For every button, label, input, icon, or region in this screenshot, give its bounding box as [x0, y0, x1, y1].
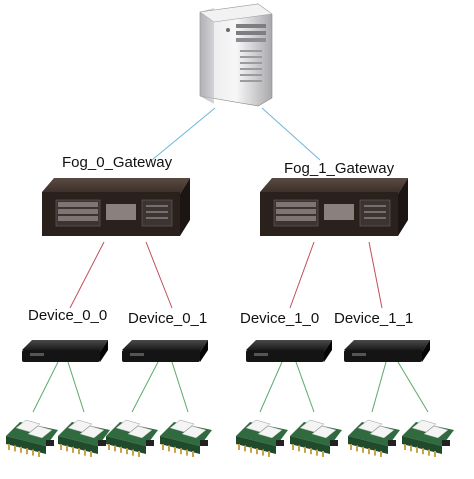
sensor-module-icon: [106, 419, 158, 457]
router-device-icon: [22, 340, 108, 362]
sensor-module-icon: [348, 419, 400, 457]
sensor-row: [6, 419, 454, 457]
sensor-module-icon: [402, 419, 454, 457]
sensor-module-icon: [6, 419, 58, 457]
router-device-icon: [122, 340, 208, 362]
device-label-0-0: Device_0_0: [28, 307, 108, 324]
cloud-link-1: [261, 107, 321, 161]
router-device-icon: [344, 340, 430, 362]
device-link-0-0-a: [32, 361, 59, 413]
gateway-link-1-1: [368, 241, 383, 309]
device-link-1-0-b: [295, 361, 315, 413]
device-link-0-1-a: [131, 361, 159, 413]
sensor-module-icon: [160, 419, 212, 457]
sensor-module-icon: [290, 419, 342, 457]
gateway-label-0: Fog_0_Gateway: [62, 154, 173, 171]
gateway-link-1-0: [289, 241, 315, 309]
rack-server-icon: [42, 178, 190, 236]
rack-server-icon: [260, 178, 408, 236]
connection-lines: [32, 107, 429, 413]
device-label-0-1: Device_0_1: [128, 310, 208, 327]
sensor-module-icon: [58, 419, 110, 457]
gateway-link-0-0: [69, 241, 105, 309]
gateway-label-1: Fog_1_Gateway: [284, 160, 395, 177]
device-label-1-1: Device_1_1: [334, 310, 414, 327]
device-link-1-1-b: [397, 361, 429, 413]
cloud-link-0: [151, 107, 216, 161]
device-link-0-0-b: [67, 361, 85, 413]
sensor-module-icon: [236, 419, 288, 457]
device-link-1-1-a: [371, 361, 387, 413]
device-link-1-0-a: [259, 361, 283, 413]
gateway-link-0-1: [145, 241, 173, 309]
device-label-1-0: Device_1_0: [240, 310, 320, 327]
device-link-0-1-b: [171, 361, 189, 413]
router-device-icon: [246, 340, 332, 362]
tower-server-icon: [199, 3, 273, 107]
